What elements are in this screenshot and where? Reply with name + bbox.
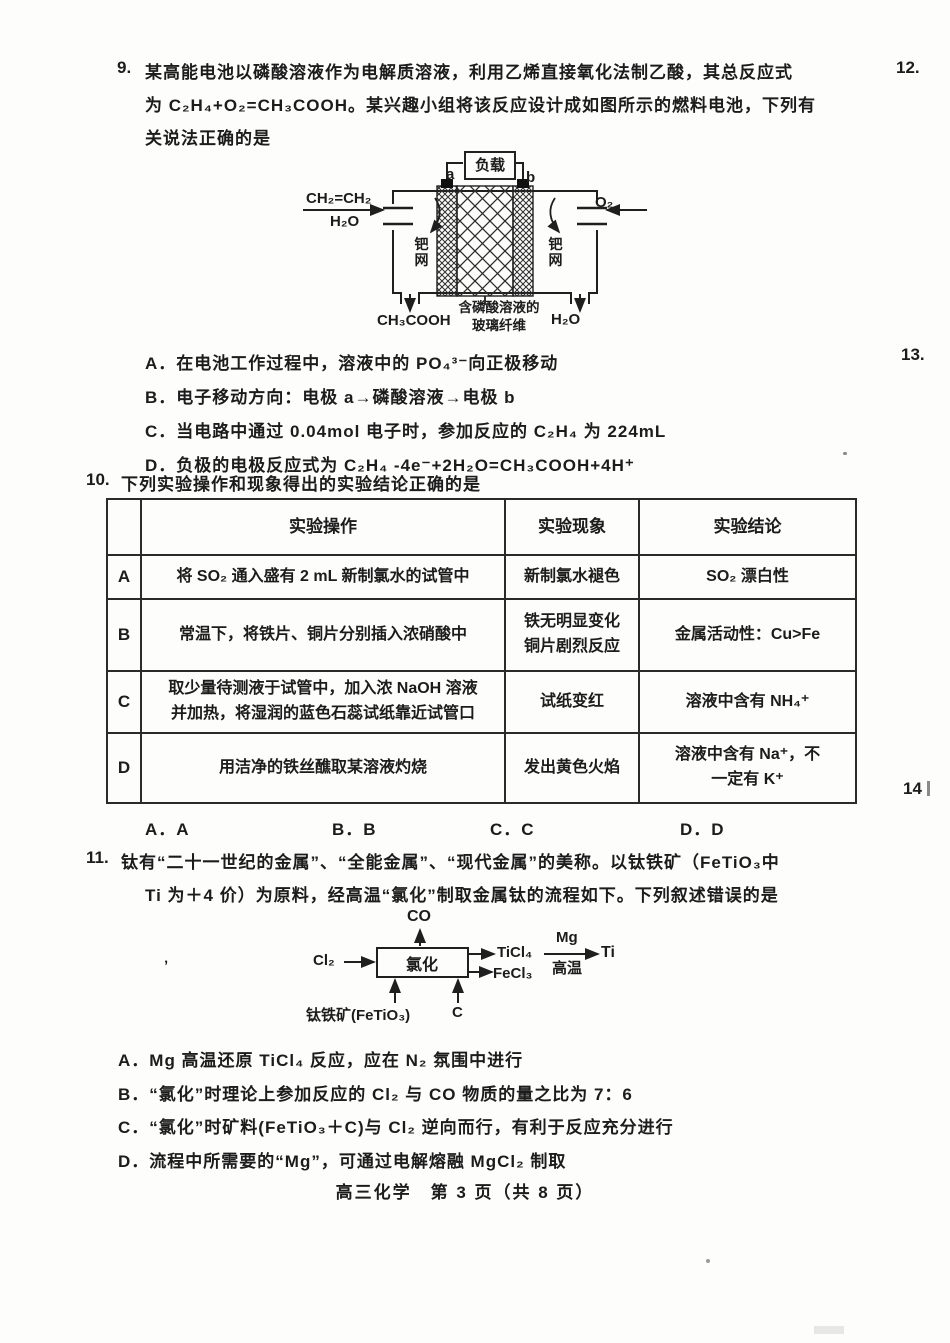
q9-stem-line1: 某高能电池以磷酸溶液作为电解质溶液，利用乙烯直接氧化法制乙酸，其总反应式 [145,63,793,82]
q10-answer-c: C．C [490,820,535,839]
terminal-a-label: a [446,166,455,183]
q10-row-c-conclusion: 溶液中含有 NH₄⁺ [638,670,857,734]
q11-option-a: A．Mg 高温还原 TiCl₄ 反应，应在 N₂ 氛围中进行 [118,1051,524,1070]
header-operation: 实验操作 [140,498,506,556]
oxygen-feed-label: O₂ [595,194,614,211]
q10-row-c-operation: 取少量待测液于试管中，加入浓 NaOH 溶液 并加热，将湿润的蓝色石蕊试纸靠近试… [140,670,506,734]
q9-option-b: B．电子移动方向：电极 a→磷酸溶液→电极 b [145,388,516,407]
water-product-label: H₂O [551,311,581,328]
q10-answer-a: A．A [145,820,190,839]
table-row: D 用洁净的铁丝醮取某溶液灼烧 发出黄色火焰 溶液中含有 Na⁺，不 一定有 K… [106,732,857,804]
q9-option-d: D．负极的电极反应式为 C₂H₄ -4e⁻+2H₂O=CH₃COOH+4H⁺ [145,456,635,475]
palladium-mesh-right-label: 钯网 [548,236,563,268]
q11-option-d: D．流程中所需要的“Mg”，可通过电解熔融 MgCl₂ 制取 [118,1152,567,1171]
fuel-cell-diagram [303,162,647,313]
header-blank [106,498,142,556]
header-phenomenon: 实验现象 [504,498,640,556]
q11-stem-line2: Ti 为＋4 价）为原料，经高温“氯化”制取金属钛的流程如下。下列叙述错误的是 [145,886,779,905]
q10-row-d-operation: 用洁净的铁丝醮取某溶液灼烧 [140,732,506,804]
q10-row-b-operation: 常温下，将铁片、铜片分别插入浓硝酸中 [140,598,506,672]
chlorination-box-label: 氯化 [406,957,439,974]
mg-label: Mg [556,929,578,946]
membrane-label: 含磷酸溶液的 玻璃纤维 [458,300,540,333]
table-row: A 将 SO₂ 通入盛有 2 mL 新制氯水的试管中 新制氯水褪色 SO₂ 漂白… [106,554,857,600]
q10-row-b-letter: B [106,598,142,672]
cut-off-glyph [927,781,930,796]
water-feed-label: H₂O [330,213,360,230]
table-header-row: 实验操作 实验现象 实验结论 [106,498,857,556]
q10-row-d-letter: D [106,732,142,804]
palladium-mesh-left-label: 钯网 [414,236,429,268]
q10-number: 10. [86,470,110,489]
q10-row-d-conclusion: 溶液中含有 Na⁺，不 一定有 K⁺ [638,732,857,804]
q10-answer-d: D．D [680,820,725,839]
fecl3-label: FeCl₃ [493,965,533,982]
q10-row-c-letter: C [106,670,142,734]
ethylene-feed-label: CH₂=CH₂ [306,190,372,207]
acetic-acid-product-label: CH₃COOH [377,312,451,329]
q9-number: 9. [117,58,132,77]
co-label: CO [407,908,431,925]
scan-dot [706,1259,710,1263]
q10-row-a-operation: 将 SO₂ 通入盛有 2 mL 新制氯水的试管中 [140,554,506,600]
scan-smudge [814,1326,844,1334]
q10-row-d-phenomenon: 发出黄色火焰 [504,732,640,804]
q10-row-a-phenomenon: 新制氯水褪色 [504,554,640,600]
margin-number-12: 12. [896,58,920,77]
load-box: 负载 [464,151,516,180]
q11-option-c: C．“氯化”时矿料(FeTiO₃＋C)与 Cl₂ 逆向而行，有利于反应充分进行 [118,1118,674,1137]
titanium-flow-diagram [344,928,600,1003]
ilmenite-ore-label: 钛铁矿(FeTiO₃) [306,1007,411,1024]
q9-stem-line3: 关说法正确的是 [145,129,271,148]
q11-number: 11. [86,848,109,867]
q10-stem: 下列实验操作和现象得出的实验结论正确的是 [121,475,481,494]
q10-answer-b: B．B [332,820,377,839]
q10-row-c-phenomenon: 试纸变红 [504,670,640,734]
q10-row-b-conclusion: 金属活动性：Cu>Fe [638,598,857,672]
margin-number-14: 14 [903,779,922,798]
q11-stem-line1: 钛有“二十一世纪的金属”、“全能金属”、“现代金属”的美称。以钛铁矿（FeTiO… [121,853,780,872]
q10-row-a-conclusion: SO₂ 漂白性 [638,554,857,600]
terminal-b-label: b [526,169,536,186]
table-row: B 常温下，将铁片、铜片分别插入浓硝酸中 铁无明显变化 铜片剧烈反应 金属活动性… [106,598,857,672]
cl2-label: Cl₂ [313,952,335,969]
q10-row-b-phenomenon: 铁无明显变化 铜片剧烈反应 [504,598,640,672]
carbon-label: C [452,1004,463,1021]
margin-number-13: 13. [901,345,925,364]
table-row: C 取少量待测液于试管中，加入浓 NaOH 溶液 并加热，将湿润的蓝色石蕊试纸靠… [106,670,857,734]
stray-tick-mark: ʼ [164,958,169,975]
q10-experiment-table: 实验操作 实验现象 实验结论 A 将 SO₂ 通入盛有 2 mL 新制氯水的试管… [106,498,857,804]
ticl4-label: TiCl₄ [497,944,533,961]
q9-stem-line2: 为 C₂H₄+O₂=CH₃COOH。某兴趣小组将该反应设计成如图所示的燃料电池，… [145,96,816,115]
scan-dot [843,452,847,455]
header-conclusion: 实验结论 [638,498,857,556]
q10-row-a-letter: A [106,554,142,600]
high-temp-label: 高温 [552,960,583,977]
page-footer: 高三化学 第 3 页（共 8 页） [335,1183,595,1202]
ti-label: Ti [601,944,615,961]
q11-option-b: B．“氯化”时理论上参加反应的 Cl₂ 与 CO 物质的量之比为 7：6 [118,1085,633,1104]
q9-option-c: C．当电路中通过 0.04mol 电子时，参加反应的 C₂H₄ 为 224mL [145,422,667,441]
q9-option-a: A．在电池工作过程中，溶液中的 PO₄³⁻向正极移动 [145,354,559,373]
